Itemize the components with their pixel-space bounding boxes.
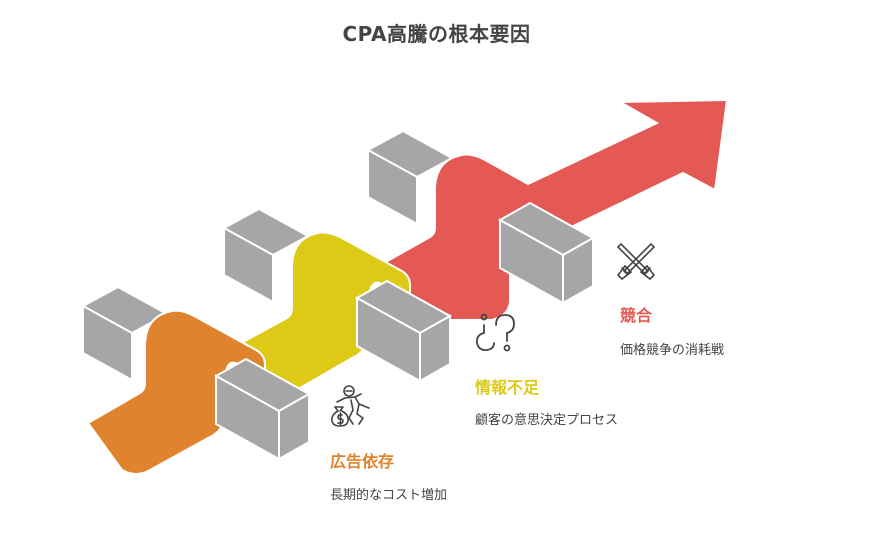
crossed-swords-icon bbox=[616, 242, 656, 281]
question-marks-icon bbox=[475, 313, 515, 352]
item-desc-lack-of-info: 顧客の意思決定プロセス bbox=[475, 413, 619, 428]
ribbon-red-arrow bbox=[382, 98, 729, 321]
money-chase-icon bbox=[331, 385, 370, 427]
ribbon-yellow bbox=[241, 231, 411, 394]
item-label-lack-of-info: 情報不足 bbox=[475, 378, 540, 397]
item-desc-ad-dependency: 長期的なコスト増加 bbox=[330, 488, 448, 503]
item-desc-competition: 価格競争の消耗戦 bbox=[620, 343, 725, 358]
item-label-competition: 競合 bbox=[620, 306, 653, 325]
bar-red-front bbox=[497, 201, 596, 305]
bar-yellow-front bbox=[354, 279, 453, 383]
diagram-title: CPA高騰の根本要因 bbox=[342, 22, 531, 46]
item-label-ad-dependency: 広告依存 bbox=[330, 452, 395, 471]
bar-orange-front bbox=[213, 357, 312, 461]
